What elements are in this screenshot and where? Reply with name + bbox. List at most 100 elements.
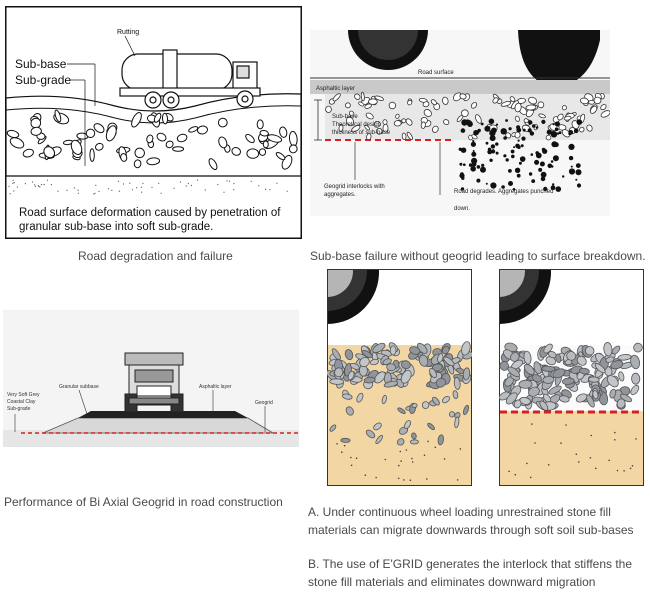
particle — [98, 190, 100, 192]
particle — [136, 187, 138, 189]
stone — [531, 374, 542, 383]
stone — [437, 353, 444, 363]
stone — [514, 115, 520, 122]
stone — [429, 367, 437, 379]
particle — [223, 191, 225, 193]
particle — [535, 151, 539, 155]
stone — [411, 403, 418, 409]
stone — [448, 411, 456, 418]
stone — [453, 376, 461, 390]
label-soft-clay-3: Sub-grade — [7, 406, 31, 412]
stone — [528, 386, 540, 397]
stone — [389, 345, 397, 356]
stone — [563, 115, 572, 121]
particle — [491, 127, 497, 134]
particle — [491, 149, 496, 154]
particle — [501, 185, 505, 189]
particle — [93, 193, 95, 195]
stone — [409, 439, 419, 445]
stone — [369, 358, 379, 366]
particle — [476, 165, 481, 169]
particle — [527, 128, 532, 133]
particle — [343, 444, 346, 447]
stone — [588, 99, 595, 105]
stone — [217, 117, 228, 128]
figure-subbase-failure: Road surface Asphaltic layer Sub-base Th… — [310, 30, 610, 216]
particle — [405, 449, 408, 451]
particle — [229, 180, 231, 182]
stone — [514, 102, 522, 113]
stone — [208, 158, 218, 171]
stone — [475, 114, 482, 124]
particle — [43, 184, 45, 186]
stone — [459, 93, 467, 100]
particle — [50, 184, 53, 186]
particle — [576, 119, 583, 125]
stone — [338, 124, 344, 133]
stone — [374, 371, 386, 384]
particle — [575, 163, 581, 169]
stone — [600, 110, 610, 118]
particle — [489, 158, 493, 162]
particle — [529, 131, 535, 136]
particle — [341, 451, 343, 453]
particle — [547, 464, 550, 466]
stone — [133, 159, 142, 169]
particle — [489, 135, 496, 142]
particle — [487, 147, 492, 151]
particle — [484, 125, 491, 132]
particle — [575, 178, 578, 181]
particle — [364, 474, 367, 476]
stone — [500, 101, 512, 107]
particle — [554, 121, 560, 127]
stone — [579, 126, 585, 133]
particle — [151, 186, 153, 189]
stone — [454, 416, 460, 429]
particle — [505, 119, 508, 122]
particle — [16, 186, 18, 188]
stone — [372, 342, 386, 353]
particle — [576, 183, 582, 188]
stone — [258, 148, 267, 156]
stone — [172, 146, 185, 152]
stone — [513, 399, 522, 409]
particle — [500, 128, 507, 135]
stone — [342, 393, 353, 400]
particle — [118, 190, 120, 192]
particle — [530, 153, 534, 156]
stone — [373, 422, 382, 431]
stone — [584, 346, 595, 356]
figure-b-egrid — [499, 269, 644, 486]
particle — [538, 167, 543, 172]
stone — [505, 132, 512, 139]
particle — [535, 126, 539, 129]
particle — [459, 448, 462, 450]
particle — [539, 161, 545, 167]
particle — [541, 147, 546, 152]
stone — [383, 380, 399, 388]
particle — [623, 470, 625, 472]
stone — [421, 401, 430, 409]
stone — [345, 406, 354, 416]
stone — [329, 424, 337, 432]
particle — [528, 172, 533, 176]
caption-road-degradation: Road degradation and failure — [78, 249, 233, 263]
particle — [190, 184, 193, 187]
stone — [463, 404, 469, 416]
stone — [396, 438, 405, 446]
particle — [550, 185, 556, 191]
particle — [117, 180, 120, 182]
stone — [631, 372, 641, 385]
stone — [364, 124, 370, 131]
stone — [218, 136, 228, 149]
stone — [423, 109, 432, 117]
particle — [31, 181, 34, 183]
particle — [616, 469, 619, 472]
stone — [418, 354, 429, 367]
stone — [407, 99, 413, 106]
particle — [468, 163, 473, 167]
caption-a-line1: A. Under continuous wheel loading unrest… — [308, 505, 611, 519]
particle — [516, 127, 522, 133]
particle — [614, 439, 616, 441]
stone — [510, 352, 520, 362]
